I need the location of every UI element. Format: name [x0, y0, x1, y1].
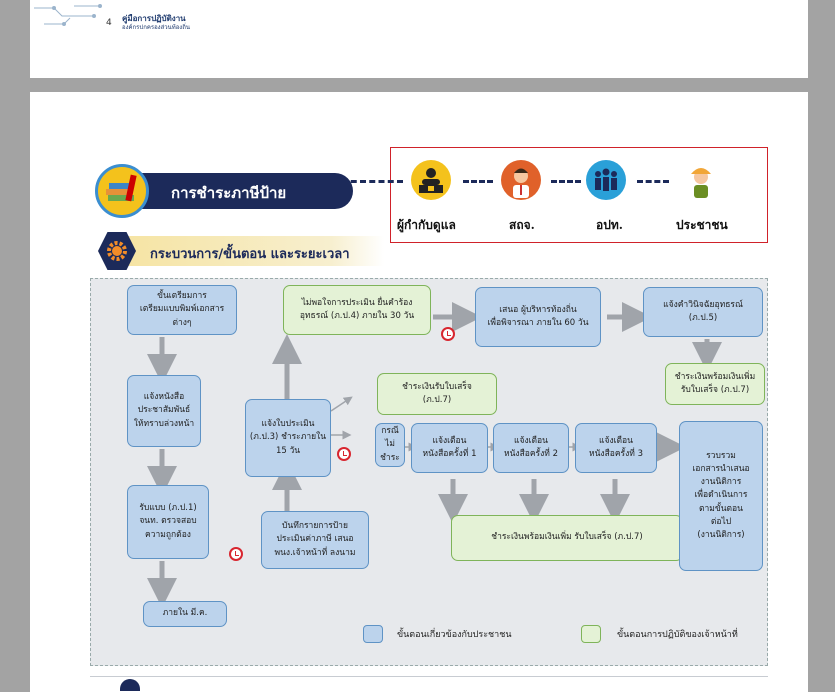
previous-page-fragment: 4 คู่มือการปฏิบัติงาน องค์กรปกครองส่วนท้… [30, 0, 808, 78]
next-section-icon [120, 679, 140, 691]
step-record-sign: บันทึกรายการป้าย ประเมินค่าภาษี เสนอ พนง… [261, 511, 369, 569]
step-appeal-result: แจ้งคำวินิจฉัยอุทธรณ์ (ภ.ป.5) [643, 287, 763, 337]
connector-line [637, 180, 669, 183]
step-collect-docs: รวบรวม เอกสารนำเสนอ งานนิติการ เพื่อดำเน… [679, 421, 763, 571]
citizen-icon [681, 160, 721, 200]
legend-officer-label: ขั้นตอนการปฏิบัติของเจ้าหน้าที่ [617, 630, 738, 640]
step-submit-executive: เสนอ ผู้บริหารท้องถิ่น เพื่อพิจารณา ภายใ… [475, 287, 601, 347]
step-warning-1: แจ้งเตือน หนังสือครั้งที่ 1 [411, 423, 488, 473]
step-pay-extra: ชำระเงินพร้อมเงินเพิ่ม รับใบเสร็จ (ภ.ป.7… [665, 363, 765, 405]
role-label-citizen: ประชาชน [676, 218, 728, 232]
banner-title: การชำระภาษีป้าย [171, 184, 287, 202]
connector-line [551, 180, 581, 183]
section-banner: การชำระภาษีป้าย [95, 164, 355, 218]
role-label-supervisor: ผู้กำกับดูแล [397, 218, 456, 232]
connector-line [463, 180, 493, 183]
step-pay-receipt: ชำระเงินรับใบเสร็จ (ภ.ป.7) [377, 373, 497, 415]
clock-icon [441, 327, 455, 341]
clock-icon [229, 547, 243, 561]
role-label-officer: สถจ. [509, 218, 535, 232]
process-flowchart: ขั้นเตรียมการ เตรียมแบบพิมพ์เอกสารต่างๆ … [90, 278, 768, 666]
header-subtitle: องค์กรปกครองส่วนท้องถิ่น [122, 24, 190, 31]
supervisor-icon [411, 160, 451, 200]
step-notify: แจ้งหนังสือ ประชาสัมพันธ์ ให้ทราบล่วงหน้… [127, 375, 201, 447]
document-page: การชำระภาษีป้าย ผู้กำกับดูแล สถจ. อปท. ป… [30, 92, 808, 692]
page-number: 4 [106, 18, 112, 28]
step-prepare: ขั้นเตรียมการ เตรียมแบบพิมพ์เอกสารต่างๆ [127, 285, 237, 335]
step-warning-2: แจ้งเตือน หนังสือครั้งที่ 2 [493, 423, 569, 473]
circuit-decoration-icon [34, 4, 102, 26]
role-label-local-gov: อปท. [596, 218, 623, 232]
books-icon [95, 164, 149, 218]
connector-line [323, 180, 403, 183]
step-not-paid: กรณี ไม่ชำระ [375, 423, 405, 467]
local-gov-team-icon [586, 160, 626, 200]
section-title: กระบวนการ/ขั้นตอน และระยะเวลา [150, 247, 350, 262]
next-section-fragment [90, 676, 768, 691]
clock-icon [337, 447, 351, 461]
step-appeal: ไม่พอใจการประเมิน ยื่นคำร้อง อุทธรณ์ (ภ.… [283, 285, 431, 335]
banner-bar [135, 173, 353, 209]
step-within-march: ภายใน มี.ค. [143, 601, 227, 627]
process-section-header: กระบวนการ/ขั้นตอน และระยะเวลา [98, 232, 388, 270]
step-warning-3: แจ้งเตือน หนังสือครั้งที่ 3 [575, 423, 657, 473]
flow-arrows [147, 302, 722, 608]
step-assessment-notice: แจ้งใบประเมิน (ภ.ป.3) ชำระภายใน 15 วัน [245, 399, 331, 477]
legend-citizen-swatch [363, 625, 383, 643]
roles-panel: ผู้กำกับดูแล สถจ. อปท. ประชาชน [323, 147, 768, 243]
header-title: คู่มือการปฏิบัติงาน [122, 14, 186, 23]
legend-officer-swatch [581, 625, 601, 643]
officer-icon [501, 160, 541, 200]
step-pay-extra-receipt: ชำระเงินพร้อมเงินเพิ่ม รับใบเสร็จ (ภ.ป.7… [451, 515, 683, 561]
legend-citizen-label: ขั้นตอนเกี่ยวข้องกับประชาชน [397, 630, 512, 640]
step-receive-form: รับแบบ (ภ.ป.1) จนท. ตรวจสอบ ความถูกต้อง [127, 485, 209, 559]
